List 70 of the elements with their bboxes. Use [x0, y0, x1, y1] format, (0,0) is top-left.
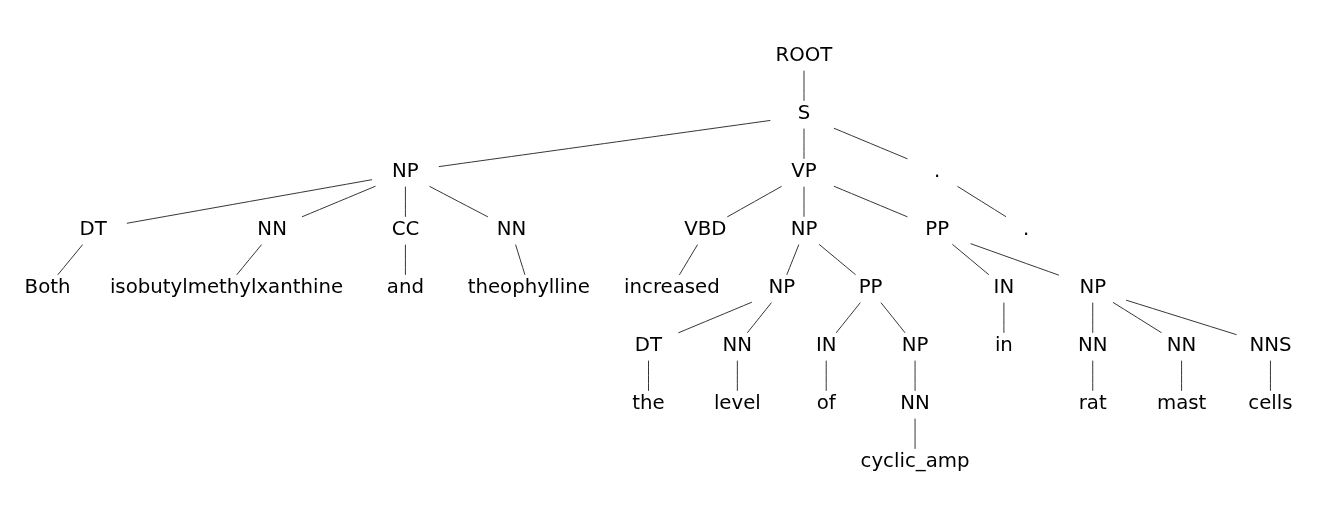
node-text: DT: [79, 216, 107, 240]
connector: [825, 359, 827, 391]
node-text: rat: [1078, 390, 1107, 414]
node-text: .: [1022, 216, 1030, 240]
node-text: cells: [1248, 390, 1293, 414]
connector: [429, 185, 489, 217]
node-text: NN: [1077, 332, 1108, 356]
connector: [786, 243, 800, 275]
connector: [404, 185, 406, 217]
node-text: S: [797, 100, 811, 124]
connector: [880, 301, 906, 333]
connector: [726, 185, 783, 217]
node-text: .: [934, 158, 941, 182]
connector: [833, 185, 908, 217]
node-text: IN: [993, 274, 1015, 298]
connector: [970, 242, 1060, 276]
connector: [818, 243, 857, 275]
node-text: NN: [257, 216, 287, 240]
node-text: of: [816, 390, 836, 414]
node-text: CC: [391, 216, 420, 240]
node-text: NNS: [1249, 332, 1292, 356]
node-text: isobutylmethylxanthine: [109, 274, 344, 298]
node-text: NN: [722, 332, 753, 356]
node-text: in: [994, 332, 1013, 356]
node-text: mast: [1156, 390, 1207, 414]
connector: [677, 301, 753, 333]
node-text: NP: [790, 216, 818, 240]
connector: [648, 359, 649, 391]
node-text: NN: [496, 216, 527, 240]
node-text: DT: [634, 332, 663, 356]
connector: [1112, 301, 1162, 333]
connector: [404, 243, 406, 275]
node-text: ROOT: [775, 42, 833, 66]
connector: [736, 359, 738, 391]
node-text: VP: [791, 158, 817, 182]
connector: [1092, 301, 1094, 333]
node-text: level: [713, 390, 761, 414]
node-text: NP: [392, 158, 419, 182]
connector: [301, 185, 376, 217]
node-text: PP: [858, 274, 883, 298]
connector: [1003, 301, 1005, 333]
connector: [438, 119, 771, 167]
node-text: theophylline: [467, 274, 590, 298]
connector: [1269, 359, 1271, 391]
node-text: NN: [1166, 332, 1197, 356]
node-text: NP: [901, 332, 929, 356]
node-text: NP: [768, 274, 796, 298]
node-text: cyclic_amp: [860, 448, 970, 472]
node-text: the: [632, 390, 665, 414]
node-text: increased: [624, 274, 720, 298]
connector: [1181, 359, 1183, 391]
connector: [951, 243, 990, 275]
connector: [126, 178, 373, 224]
connector: [515, 243, 526, 275]
connector: [678, 243, 699, 275]
connector: [835, 301, 861, 333]
connector: [833, 127, 908, 159]
node-text: and: [386, 274, 424, 298]
connector: [57, 243, 84, 275]
connector: [956, 185, 1007, 217]
node-text: VBD: [684, 216, 727, 240]
connector: [746, 301, 772, 333]
connector: [1092, 359, 1094, 391]
node-text: NP: [1079, 274, 1107, 298]
connector: [1125, 299, 1238, 335]
node-text: IN: [815, 332, 837, 356]
node-text: PP: [925, 216, 950, 240]
node-text: NN: [900, 390, 930, 414]
connector: [236, 243, 263, 275]
node-text: Both: [24, 274, 71, 298]
